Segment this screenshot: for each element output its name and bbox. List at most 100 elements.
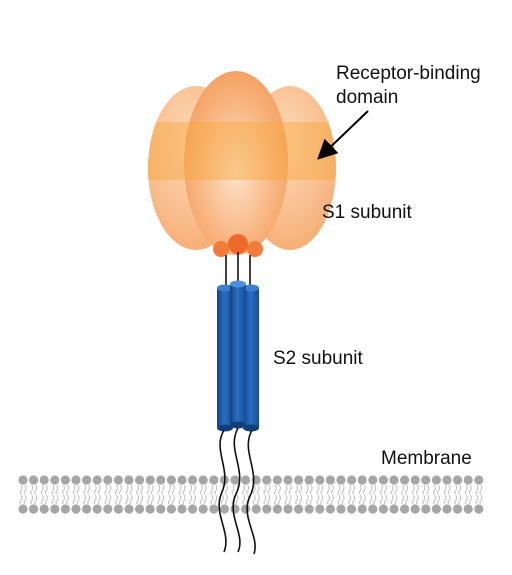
s1-subunit: [148, 71, 336, 257]
lipid-tail: [44, 484, 48, 495]
lipid-tail: [55, 494, 59, 505]
lipid-tail: [426, 494, 430, 505]
lipid-tail: [125, 494, 129, 505]
lipid-tail: [454, 494, 458, 505]
lipid-tail: [369, 494, 373, 505]
rbd-label-line1: Receptor-binding: [336, 63, 481, 84]
lipid-tail: [284, 494, 288, 505]
lipid-head: [198, 475, 208, 485]
lipid-head: [262, 504, 272, 514]
lipid-head: [82, 504, 92, 514]
lipid-tail: [295, 484, 299, 495]
lipid-tail: [140, 494, 144, 505]
lipid-tail: [178, 494, 182, 505]
lipid-tail: [61, 494, 65, 505]
lipid-head: [60, 475, 70, 485]
lipid-tail: [189, 484, 193, 495]
lipid-head: [103, 475, 113, 485]
lipid-tail: [348, 494, 352, 505]
membrane-bilayer: [18, 475, 484, 514]
lipid-head: [368, 504, 378, 514]
lipid-tail: [97, 484, 101, 495]
lipid-tail: [390, 494, 394, 505]
lipid-tail: [65, 484, 69, 495]
lipid-tail: [140, 484, 144, 495]
lipid-head: [474, 475, 484, 485]
lipid-head: [60, 504, 70, 514]
lipid-tail: [40, 494, 44, 505]
lipid-tail: [193, 494, 197, 505]
lipid-tail: [210, 484, 214, 495]
lipid-tail: [19, 494, 23, 505]
lipid-head: [230, 504, 240, 514]
lipid-head: [368, 475, 378, 485]
lipid-head: [400, 504, 410, 514]
lipid-tail: [299, 484, 303, 495]
lipid-tail: [320, 494, 324, 505]
lipid-head: [71, 475, 81, 485]
lipid-tail: [369, 484, 373, 495]
lipid-tail: [108, 484, 112, 495]
lipid-head: [71, 504, 81, 514]
lipid-tail: [284, 484, 288, 495]
lipid-tail: [458, 484, 462, 495]
lipid-head: [347, 504, 357, 514]
lipid-head: [18, 475, 28, 485]
lipid-tail: [277, 484, 281, 495]
lipid-tail: [182, 494, 186, 505]
s2-helix-left: [217, 288, 233, 428]
lipid-tail: [242, 484, 246, 495]
lipid-tail: [394, 494, 398, 505]
lipid-tail: [108, 494, 112, 505]
lipid-tail: [256, 494, 260, 505]
lipid-head: [145, 475, 155, 485]
lipid-tail: [157, 494, 161, 505]
lipid-head: [474, 504, 484, 514]
lipid-tail: [34, 494, 38, 505]
lipid-head: [378, 475, 388, 485]
lipid-tail: [348, 484, 352, 495]
lipid-head: [347, 475, 357, 485]
lipid-tail: [231, 484, 235, 495]
transmembrane-tails: [218, 427, 256, 555]
lipid-tail: [305, 484, 309, 495]
lipid-tail: [220, 494, 224, 505]
lipid-tail: [23, 494, 27, 505]
lipid-tail: [167, 484, 171, 495]
lipid-tail: [203, 494, 207, 505]
lipid-tail: [104, 494, 108, 505]
lipid-head: [251, 504, 261, 514]
lipid-tail: [93, 484, 97, 495]
lipid-tail: [443, 494, 447, 505]
lipid-tail: [475, 484, 479, 495]
lipid-tail: [373, 494, 377, 505]
lipid-tail: [146, 494, 150, 505]
lipid-head: [92, 475, 102, 485]
lipid-tail: [235, 494, 239, 505]
lipid-tail: [468, 484, 472, 495]
lipid-tail: [125, 484, 129, 495]
lipid-head: [124, 475, 134, 485]
lipid-head: [209, 475, 219, 485]
lipid-tail: [157, 484, 161, 495]
lipid-tail: [193, 484, 197, 495]
lipid-tail: [390, 484, 394, 495]
lipid-tail: [316, 494, 320, 505]
lipid-head: [82, 475, 92, 485]
lipid-tail: [330, 494, 334, 505]
lipid-tail: [171, 494, 175, 505]
lipid-head: [463, 504, 473, 514]
lipid-tail: [299, 494, 303, 505]
lipid-tail: [118, 484, 122, 495]
s1-knob-right: [247, 241, 263, 257]
lipid-tail: [405, 484, 409, 495]
lipid-head: [50, 504, 60, 514]
lipid-tail: [341, 484, 345, 495]
lipid-head: [378, 504, 388, 514]
lipid-head: [442, 475, 452, 485]
lipid-head: [421, 475, 431, 485]
s1-label: S1 subunit: [322, 202, 413, 223]
lipid-tail: [129, 484, 133, 495]
lipid-tail: [309, 484, 313, 495]
lipid-head: [166, 475, 176, 485]
